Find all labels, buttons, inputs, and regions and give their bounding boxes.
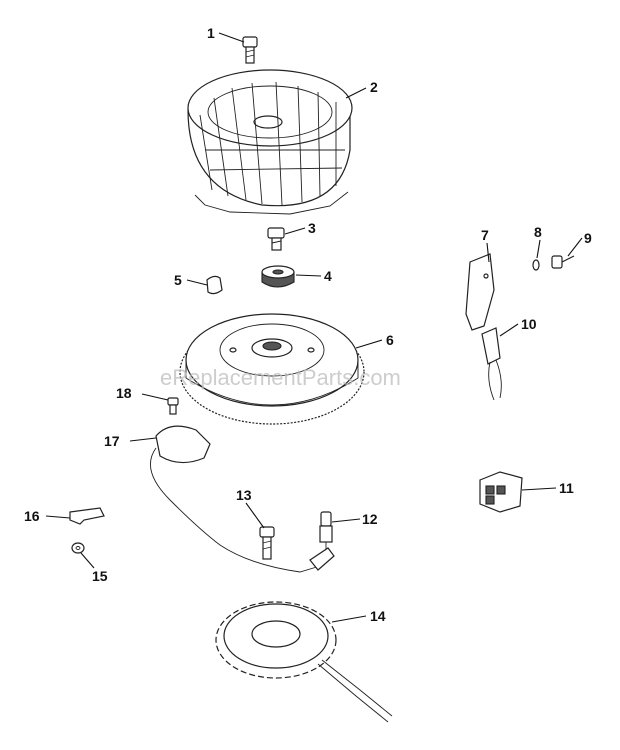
callout-13: 13 xyxy=(236,487,252,503)
part-8-washer xyxy=(532,259,540,271)
callout-17: 17 xyxy=(104,433,120,449)
part-10-rectifier xyxy=(481,327,502,401)
part-11-connector xyxy=(479,471,523,513)
callout-16: 16 xyxy=(24,508,40,524)
callout-4: 4 xyxy=(324,268,332,284)
part-16-clip xyxy=(69,507,105,525)
watermark-text: eReplacementParts.com xyxy=(160,365,401,390)
part-12-terminal xyxy=(319,511,333,555)
part-14-stator xyxy=(215,601,393,723)
callout-11: 11 xyxy=(559,480,574,496)
callout-2: 2 xyxy=(370,79,378,95)
part-2-fan xyxy=(187,69,353,215)
part-17-ignition-module xyxy=(149,425,335,573)
callout-6: 6 xyxy=(386,332,394,348)
leader-lines xyxy=(45,32,583,623)
callout-1: 1 xyxy=(207,25,215,41)
part-7-bracket xyxy=(465,253,495,331)
callout-10: 10 xyxy=(521,316,537,332)
callout-labels: 1 2 3 4 5 6 7 8 9 10 11 12 13 14 15 16 1… xyxy=(24,25,592,624)
part-4-washer xyxy=(261,265,295,288)
part-5-key xyxy=(206,275,223,295)
callout-5: 5 xyxy=(174,272,182,288)
callout-18: 18 xyxy=(116,385,132,401)
part-1-screw xyxy=(242,36,258,64)
callout-7: 7 xyxy=(481,227,489,243)
part-13-bolt xyxy=(259,526,275,560)
part-3-bolt xyxy=(267,227,285,251)
part-9-screw xyxy=(551,255,575,269)
callout-12: 12 xyxy=(362,511,378,527)
part-6-flywheel xyxy=(179,313,365,425)
callout-3: 3 xyxy=(308,220,316,236)
part-15-washer xyxy=(71,542,85,554)
part-18-screw xyxy=(167,397,179,415)
callout-9: 9 xyxy=(584,230,592,246)
callout-14: 14 xyxy=(370,608,386,624)
callout-8: 8 xyxy=(534,224,542,240)
callout-15: 15 xyxy=(92,568,108,584)
